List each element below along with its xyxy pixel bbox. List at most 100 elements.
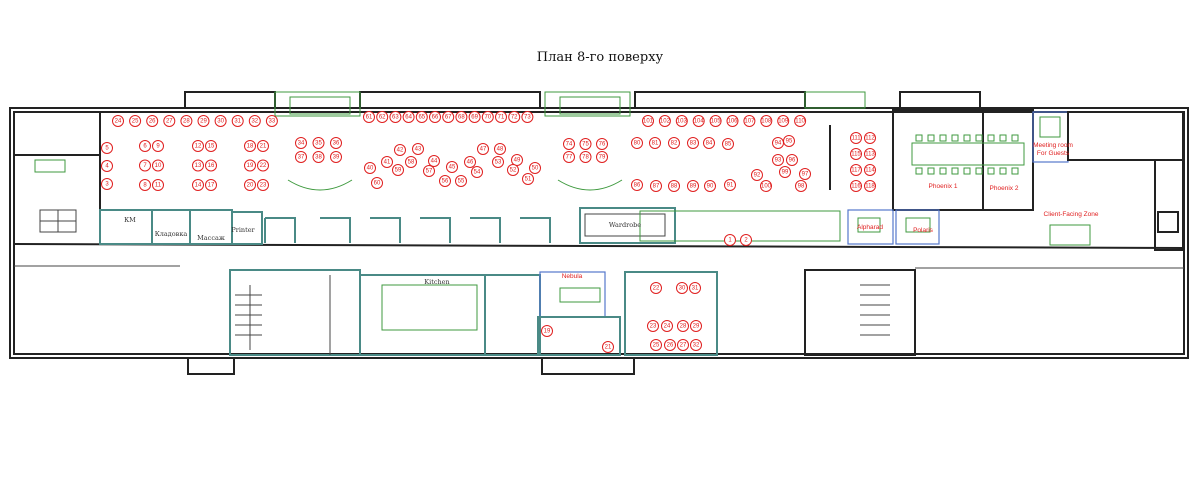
seat-marker[interactable]: 98 (795, 180, 807, 192)
seat-marker[interactable]: 28 (180, 115, 193, 127)
seat-marker[interactable]: 94 (772, 137, 784, 149)
seat-marker[interactable]: 90 (704, 180, 716, 192)
seat-marker[interactable]: 95 (783, 135, 795, 147)
seat-marker[interactable]: 38 (312, 151, 325, 163)
seat-marker[interactable]: 106 (726, 115, 739, 127)
seat-marker[interactable]: 81 (649, 137, 661, 149)
seat-marker[interactable]: 105 (709, 115, 722, 127)
seat-marker[interactable]: 6 (139, 140, 151, 152)
seat-marker[interactable]: 85 (722, 138, 734, 150)
seat-marker[interactable]: 118 (864, 180, 876, 192)
seat-marker[interactable]: 71 (495, 111, 507, 123)
seat-marker[interactable]: 79 (596, 151, 608, 163)
seat-marker[interactable]: 34 (295, 137, 307, 149)
seat-marker[interactable]: 101 (642, 115, 654, 127)
seat-marker[interactable]: 17 (205, 179, 217, 191)
seat-marker[interactable]: 99 (779, 166, 791, 178)
seat-marker[interactable]: 68 (455, 111, 468, 123)
seat-marker[interactable]: 88 (668, 180, 680, 192)
seat-marker[interactable]: 65 (415, 111, 428, 123)
seat-marker[interactable]: 30 (676, 282, 688, 294)
seat-marker[interactable]: 13 (192, 159, 204, 172)
seat-marker[interactable]: 31 (689, 282, 701, 294)
seat-marker[interactable]: 28 (677, 320, 689, 332)
seat-marker[interactable]: 57 (423, 165, 435, 177)
seat-marker[interactable]: 21 (257, 140, 269, 152)
seat-marker[interactable]: 35 (312, 137, 325, 149)
seat-marker[interactable]: 102 (658, 115, 671, 127)
seat-marker[interactable]: 48 (494, 143, 506, 155)
seat-marker[interactable]: 29 (690, 320, 702, 332)
seat-marker[interactable]: 15 (205, 140, 217, 152)
seat-marker[interactable]: 75 (579, 138, 592, 150)
seat-marker[interactable]: 50 (529, 162, 541, 174)
seat-marker[interactable]: 26 (146, 115, 159, 127)
seat-marker[interactable]: 84 (703, 137, 715, 149)
seat-marker[interactable]: 115 (850, 148, 862, 160)
seat-marker[interactable]: 77 (563, 151, 575, 163)
seat-marker[interactable]: 86 (631, 179, 643, 191)
seat-marker[interactable]: 117 (850, 164, 862, 176)
seat-marker[interactable]: 14 (192, 179, 204, 191)
seat-marker[interactable]: 54 (471, 166, 483, 178)
seat-marker[interactable]: 27 (677, 339, 689, 351)
seat-marker[interactable]: 62 (376, 111, 389, 123)
seat-marker[interactable]: 23 (647, 320, 659, 332)
seat-marker[interactable]: 5 (101, 142, 113, 154)
seat-marker[interactable]: 87 (650, 180, 662, 192)
seat-marker[interactable]: 49 (511, 154, 523, 166)
seat-marker[interactable]: 46 (464, 156, 476, 168)
seat-marker[interactable]: 70 (481, 111, 494, 123)
seat-marker[interactable]: 61 (363, 111, 375, 123)
seat-marker[interactable]: 63 (389, 111, 402, 123)
seat-marker[interactable]: 93 (772, 154, 784, 166)
seat-marker[interactable]: 1 (724, 234, 736, 246)
seat-marker[interactable]: 40 (364, 162, 376, 174)
seat-marker[interactable]: 18 (244, 140, 256, 152)
seat-marker[interactable]: 66 (429, 111, 441, 123)
seat-marker[interactable]: 82 (668, 137, 680, 149)
seat-marker[interactable]: 53 (492, 156, 504, 168)
seat-marker[interactable]: 11 (152, 179, 164, 191)
seat-marker[interactable]: 43 (412, 143, 424, 155)
seat-marker[interactable]: 36 (330, 137, 342, 149)
seat-marker[interactable]: 52 (507, 164, 519, 176)
seat-marker[interactable]: 32 (690, 339, 702, 351)
seat-marker[interactable]: 9 (152, 140, 164, 152)
seat-marker[interactable]: 20 (244, 179, 256, 191)
seat-marker[interactable]: 100 (760, 180, 772, 192)
seat-marker[interactable]: 74 (563, 138, 575, 150)
seat-marker[interactable]: 45 (446, 161, 458, 173)
seat-marker[interactable]: 108 (760, 115, 773, 127)
seat-marker[interactable]: 89 (687, 180, 699, 192)
seat-marker[interactable]: 67 (442, 111, 455, 123)
seat-marker[interactable]: 60 (371, 177, 383, 189)
seat-marker[interactable]: 55 (455, 175, 467, 187)
seat-marker[interactable]: 72 (508, 111, 521, 123)
seat-marker[interactable]: 24 (112, 115, 124, 127)
seat-marker[interactable]: 30 (214, 115, 227, 127)
seat-marker[interactable]: 19 (541, 325, 553, 337)
seat-marker[interactable]: 37 (295, 151, 307, 163)
seat-marker[interactable]: 92 (751, 169, 763, 181)
seat-marker[interactable]: 83 (687, 137, 699, 149)
seat-marker[interactable]: 22 (650, 282, 662, 294)
seat-marker[interactable]: 64 (402, 111, 415, 123)
seat-marker[interactable]: 107 (743, 115, 756, 127)
seat-marker[interactable]: 114 (864, 164, 876, 176)
seat-marker[interactable]: 10 (152, 159, 164, 172)
seat-marker[interactable]: 33 (265, 115, 278, 127)
seat-marker[interactable]: 23 (257, 179, 269, 191)
seat-marker[interactable]: 78 (579, 151, 592, 163)
seat-marker[interactable]: 31 (231, 115, 244, 127)
seat-marker[interactable]: 80 (631, 137, 643, 149)
seat-marker[interactable]: 7 (139, 159, 151, 172)
seat-marker[interactable]: 3 (101, 178, 113, 190)
seat-marker[interactable]: 58 (405, 156, 417, 168)
seat-marker[interactable]: 109 (777, 115, 790, 127)
seat-marker[interactable]: 19 (244, 159, 256, 172)
seat-marker[interactable]: 56 (439, 175, 451, 187)
seat-marker[interactable]: 104 (692, 115, 705, 127)
seat-marker[interactable]: 41 (381, 156, 393, 168)
seat-marker[interactable]: 39 (330, 151, 342, 163)
